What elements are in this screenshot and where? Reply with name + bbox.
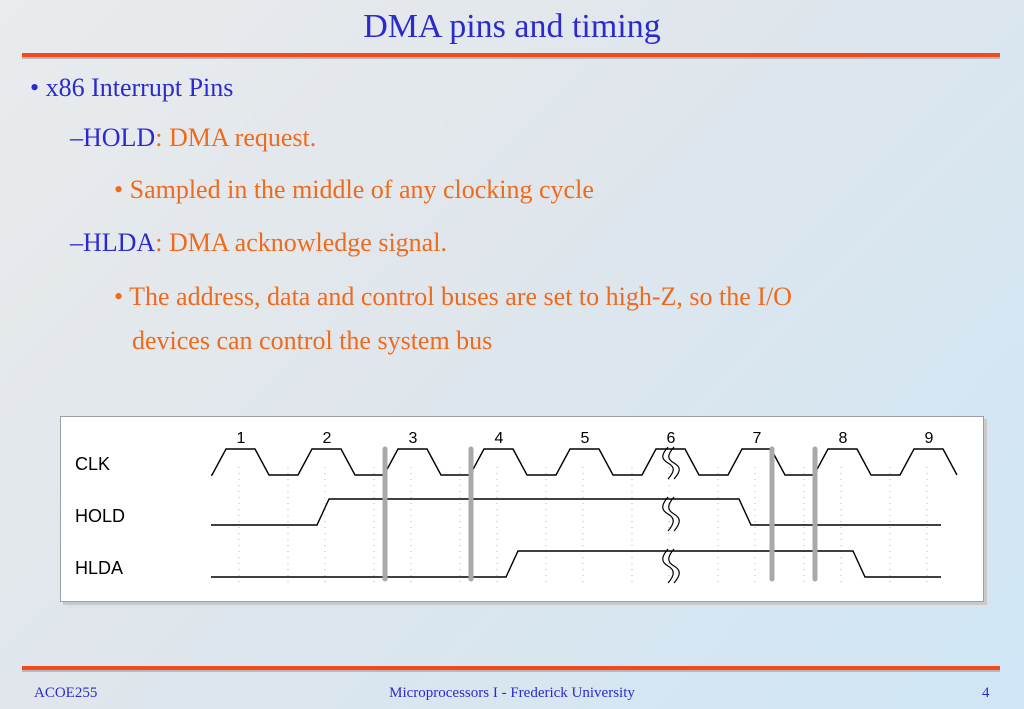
cycle-label-5: 5 (581, 430, 590, 447)
cycle-label-1: 1 (237, 430, 246, 447)
break-symbol (662, 548, 674, 584)
slide-title: DMA pins and timing (363, 8, 661, 45)
cycle-label-8: 8 (839, 430, 848, 447)
bullet-hold-desc: : DMA request. (155, 123, 317, 152)
break-symbol (668, 496, 680, 532)
cycle-label-2: 2 (323, 430, 332, 447)
footer-course-code: ACOE255 (34, 685, 98, 701)
hlda-waveform (211, 550, 941, 578)
bullet-hlda-term: HLDA (83, 228, 156, 257)
bullet-hold-term: HOLD (83, 123, 156, 152)
bullet-high-z-line1: • The address, data and control buses ar… (114, 282, 792, 311)
cycle-label-9: 9 (925, 430, 934, 447)
bullet-hlda-dash: – (70, 228, 83, 257)
bullet-x86-interrupt-pins: • x86 Interrupt Pins (30, 73, 234, 102)
bullet-hlda-desc: : DMA acknowledge signal. (155, 228, 447, 257)
break-symbol (662, 496, 674, 532)
bullet-hold: –HOLD: DMA request. (70, 123, 316, 153)
signal-label-hlda: HLDA (75, 558, 123, 578)
cycle-label-6: 6 (667, 430, 676, 447)
hold-waveform (211, 498, 941, 526)
cycle-label-3: 3 (409, 430, 418, 447)
bullet-sampled: • Sampled in the middle of any clocking … (114, 175, 594, 204)
clk-waveform (211, 448, 958, 476)
signal-label-clk: CLK (75, 454, 110, 474)
signal-label-hold: HOLD (75, 506, 125, 526)
break-symbol (662, 446, 674, 480)
cycle-label-4: 4 (495, 430, 504, 447)
break-symbol (668, 548, 680, 584)
bullet-hlda: –HLDA: DMA acknowledge signal. (70, 228, 447, 258)
title-divider (22, 53, 1000, 57)
footer-course-title: Microprocessors I - Frederick University (389, 685, 635, 701)
footer-divider (22, 666, 1000, 670)
bullet-high-z-line2: devices can control the system bus (132, 326, 493, 355)
bullet-hold-dash: – (70, 123, 83, 152)
break-symbol (668, 446, 680, 480)
footer-page-number: 4 (982, 685, 990, 701)
cycle-label-7: 7 (753, 430, 762, 447)
